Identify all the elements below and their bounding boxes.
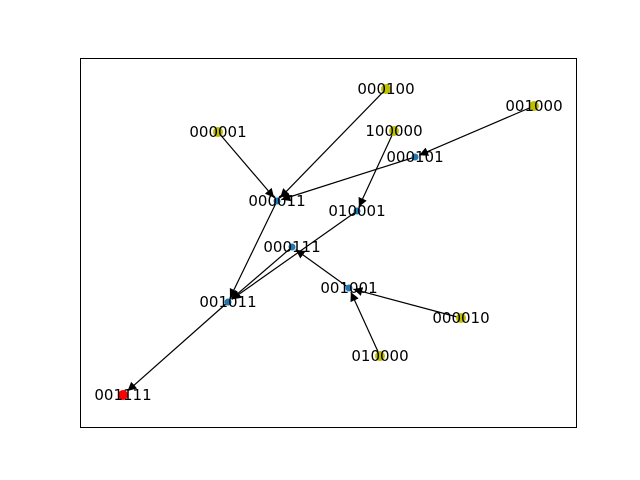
node-label-010000: 010000 [351, 347, 408, 365]
node-label-001111: 001111 [94, 386, 151, 404]
node-000101 [411, 153, 419, 161]
node-000010 [456, 313, 466, 323]
node-000001 [213, 127, 223, 137]
node-000011 [273, 197, 281, 205]
edge-001001-to-000111 [295, 249, 350, 289]
node-label-001000: 001000 [505, 97, 562, 115]
edge-000011-to-001011 [229, 200, 278, 299]
node-label-010001: 010001 [328, 202, 385, 220]
node-label-000010: 000010 [432, 309, 489, 327]
edge-100000-to-010001 [358, 130, 395, 208]
node-010001 [353, 207, 361, 215]
edge-010001-to-001011 [231, 210, 358, 300]
edge-000001-to-000011 [217, 131, 275, 198]
node-label-100000: 100000 [365, 122, 422, 140]
edge-000101-to-000011 [281, 156, 416, 202]
node-001011 [224, 298, 232, 306]
nodes-layer [118, 84, 539, 400]
node-001111 [118, 390, 128, 400]
node-label-000111: 000111 [263, 238, 320, 256]
node-100000 [389, 126, 399, 136]
edge-000010-to-001001 [353, 287, 462, 319]
node-001000 [529, 101, 539, 111]
node-010000 [375, 351, 385, 361]
labels-layer: 000100 001000 000001 100000 000101 000011 0100… [94, 80, 562, 404]
plot-frame [80, 58, 577, 428]
node-000111 [288, 243, 296, 251]
node-label-000001: 000001 [189, 123, 246, 141]
edge-000111-to-001011 [231, 246, 293, 300]
node-label-000101: 000101 [386, 148, 443, 166]
node-001001 [345, 284, 353, 292]
edges-layer [127, 88, 535, 392]
edge-001011-to-001111 [127, 301, 229, 392]
node-000100 [381, 84, 391, 94]
node-label-001011: 001011 [199, 293, 256, 311]
edge-000100-to-000011 [279, 88, 387, 199]
node-label-000100: 000100 [357, 80, 414, 98]
edge-010000-to-001001 [350, 291, 381, 357]
edge-001000-to-000101 [418, 105, 535, 156]
node-label-001001: 001001 [320, 279, 377, 297]
node-label-000011: 000011 [248, 192, 305, 210]
